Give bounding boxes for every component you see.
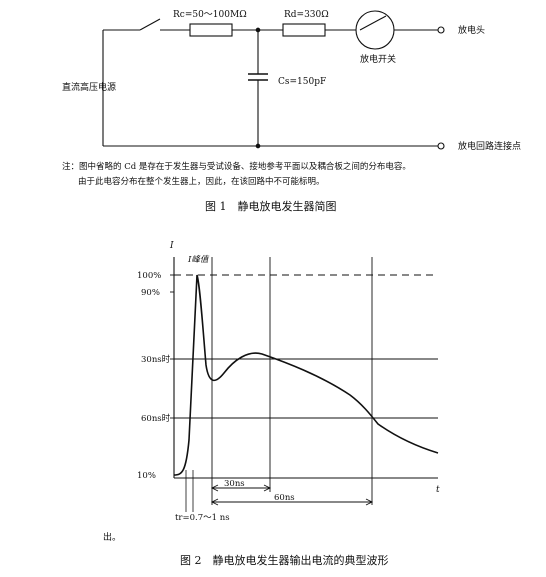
fig2-caption: 图 2 静电放电发生器输出电流的典型波形	[180, 553, 389, 567]
waveform-curve	[173, 274, 439, 476]
junction-bottom	[255, 143, 261, 149]
tick-100pct: 100%	[137, 271, 161, 281]
fig1-note-line1: 注：图中省略的 Cd 是存在于发生器与受试设备、接地参考平面以及耦合板之间的分布…	[62, 162, 411, 172]
rc-label: Rc=50～100MΩ	[173, 10, 247, 20]
main-switch	[139, 18, 161, 31]
circuit-labels: Rc=50～100MΩ Rd=330Ω Cs=150pF 直流高压电源 放电开关…	[62, 10, 521, 152]
discharge-switch-circle	[355, 10, 395, 50]
rd-label: Rd=330Ω	[284, 10, 329, 20]
y-tick-marks	[170, 274, 174, 419]
rc-resistor	[189, 23, 233, 37]
peak-label: I峰值	[187, 254, 210, 265]
rise-time-label: tr=0.7～1 ns	[175, 513, 230, 523]
switch-label: 放电开关	[360, 53, 396, 65]
source-label: 直流高压电源	[62, 81, 116, 93]
discharge-tip-terminal	[437, 26, 445, 34]
x-axis-label: t	[436, 485, 440, 495]
fig1-caption: 图 1 静电放电发生器简图	[205, 199, 337, 213]
return-terminal	[437, 142, 445, 150]
tick-30ns: 30ns时	[141, 354, 171, 365]
fig1-note-line2: 由于此电容分布在整个发生器上，因此，在该回路中不可能标明。	[78, 177, 325, 187]
rd-resistor	[282, 23, 326, 37]
waveform-chart: I t 30ns 60ns tr=0.7～1 ns 100%	[137, 241, 440, 523]
tip-label: 放电头	[458, 24, 485, 36]
circuit-diagram	[102, 10, 445, 150]
cs-label: Cs=150pF	[278, 77, 326, 87]
y-axis-label: I	[169, 241, 174, 251]
tick-10pct: 10%	[137, 471, 156, 481]
discharge-switch-blade	[359, 15, 387, 31]
tick-60ns: 60ns时	[141, 413, 171, 424]
junction-top	[255, 27, 261, 33]
return-label: 放电回路连接点	[458, 140, 521, 152]
y-tick-labels: 100% 90% 30ns时 60ns时 10%	[137, 271, 171, 481]
tick-90pct: 90%	[141, 288, 160, 298]
fig2-footnote: 出。	[103, 531, 121, 543]
dim-60ns-label: 60ns	[274, 493, 295, 503]
dim-60ns	[210, 498, 374, 506]
dim-30ns-label: 30ns	[224, 479, 245, 489]
dim-30ns	[210, 484, 272, 492]
